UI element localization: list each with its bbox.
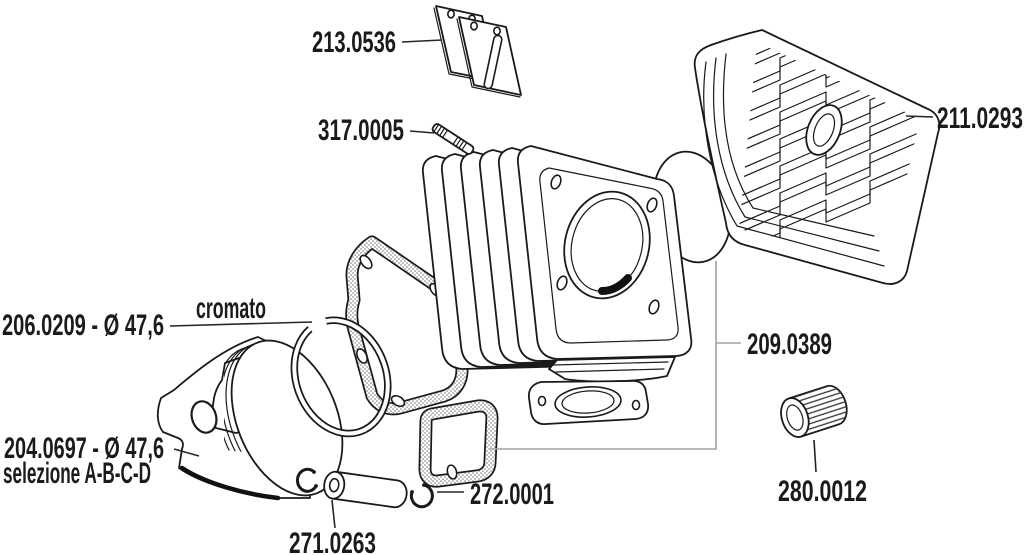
part-label-piston-pin: 271.0263 bbox=[289, 527, 376, 555]
exhaust-flange bbox=[527, 356, 676, 425]
part-label-needle-cage: 280.0012 bbox=[778, 475, 867, 508]
part-labels: 213.0536 317.0005 211.0293 206.0209 - Ø … bbox=[2, 26, 1023, 555]
circlip-left bbox=[295, 467, 318, 493]
reed-petals-drawing bbox=[433, 5, 522, 98]
stud-drawing bbox=[431, 123, 475, 155]
leader-reed-petals bbox=[401, 39, 443, 43]
spark-plug-boss bbox=[805, 104, 843, 156]
piston-pin-drawing bbox=[323, 470, 408, 509]
cylinder-bore bbox=[563, 190, 651, 300]
part-label-piston-ring: 206.0209 - Ø 47,6 bbox=[2, 309, 164, 342]
exhaust-port-shadow bbox=[598, 274, 632, 295]
leader-cylinder-head bbox=[905, 115, 934, 118]
stud-hole bbox=[556, 275, 568, 291]
part-label-stud: 317.0005 bbox=[318, 114, 404, 147]
part-note-selezione: selezione A-B-C-D bbox=[3, 457, 151, 490]
piston-ring-drawing bbox=[290, 316, 392, 438]
bracket-cylinder-kit bbox=[490, 261, 741, 450]
part-label-cylinder: 209.0389 bbox=[747, 328, 832, 361]
piston-drawing bbox=[156, 336, 344, 501]
wrist-pin-hole bbox=[190, 400, 218, 434]
skirt-bottom-edge bbox=[179, 465, 281, 501]
gasket-surface-outline bbox=[539, 167, 679, 344]
stud-hole bbox=[550, 174, 562, 190]
head-outline bbox=[693, 29, 941, 285]
circlip-right bbox=[409, 483, 434, 509]
leader-piston-ring bbox=[169, 321, 313, 327]
head-rim-bands bbox=[703, 53, 885, 267]
leader-lines bbox=[169, 39, 934, 529]
leader-needle-cage bbox=[813, 439, 817, 473]
leader-stud bbox=[409, 130, 435, 134]
part-label-reed-petals: 213.0536 bbox=[312, 26, 396, 59]
stud-hole bbox=[646, 197, 658, 213]
stud-hole bbox=[648, 299, 660, 315]
part-note-cromato: cromato bbox=[196, 292, 266, 325]
cylinder-head-drawing bbox=[693, 29, 941, 285]
leader-piston-pin bbox=[331, 499, 336, 529]
part-label-cylinder-head: 211.0293 bbox=[937, 102, 1023, 135]
part-label-piston: 204.0697 - Ø 47,6 bbox=[4, 432, 164, 465]
cylinder-drawing bbox=[421, 145, 693, 425]
part-label-circlips: 272.0001 bbox=[470, 478, 554, 511]
needle-cage-drawing bbox=[780, 384, 848, 438]
piston-crown bbox=[230, 339, 344, 497]
leader-piston bbox=[173, 448, 200, 457]
